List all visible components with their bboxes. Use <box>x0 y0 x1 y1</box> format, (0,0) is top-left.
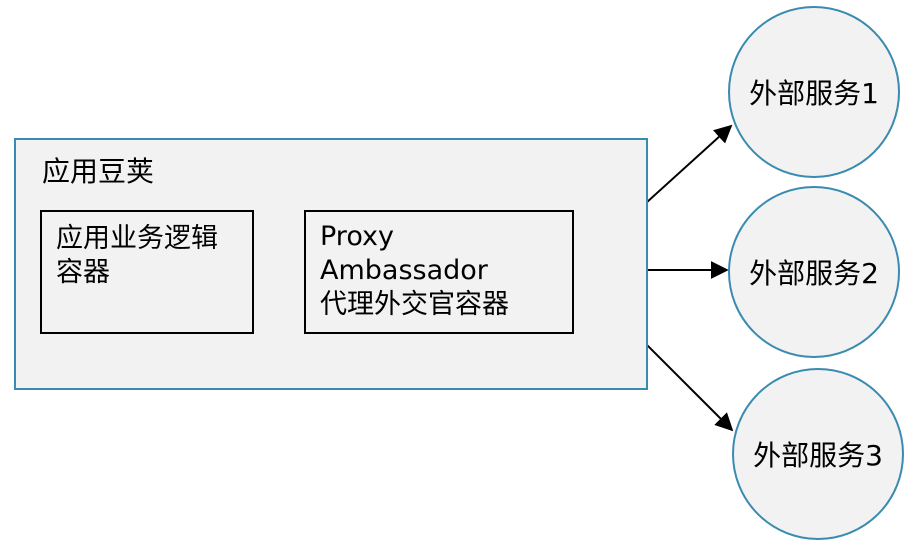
external-service-1-label: 外部服务1 <box>749 77 879 110</box>
external-service-3-label: 外部服务3 <box>753 439 883 472</box>
pod-container: 应用豆荚 应用业务逻辑 容器 Proxy Ambassador 代理外交官容器 <box>14 138 648 390</box>
app-logic-container-box: 应用业务逻辑 容器 <box>40 210 254 334</box>
external-service-2-label: 外部服务2 <box>749 257 879 290</box>
external-service-1-node: 外部服务1 <box>728 6 900 178</box>
proxy-label-line3: 代理外交官容器 <box>320 289 509 320</box>
proxy-label-line1: Proxy <box>320 221 394 252</box>
proxy-label-line2: Ambassador <box>320 255 488 286</box>
app-container-label-line1: 应用业务逻辑 <box>56 223 218 254</box>
external-service-3-node: 外部服务3 <box>732 368 904 540</box>
app-container-label-line2: 容器 <box>56 257 110 288</box>
external-service-2-node: 外部服务2 <box>728 186 900 358</box>
proxy-ambassador-box: Proxy Ambassador 代理外交官容器 <box>304 210 574 334</box>
pod-title: 应用豆荚 <box>42 155 155 188</box>
